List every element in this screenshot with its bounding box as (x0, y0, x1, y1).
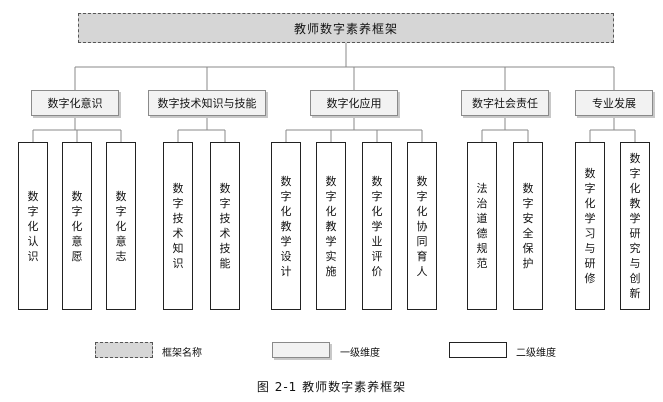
level2-node: 数字化教学研究与创新 (620, 142, 650, 310)
level2-node-label: 数字化学业评价 (371, 174, 383, 278)
level2-node: 数字化协同育人 (407, 142, 437, 310)
level2-node-label: 数字化教学研究与创新 (629, 152, 641, 300)
level2-node-label: 数字技术技能 (219, 182, 231, 270)
level2-node: 数字化教学设计 (271, 142, 301, 310)
level2-node-label: 数字化意志 (115, 189, 127, 263)
level2-node: 数字化认识 (18, 142, 48, 310)
root-node: 教师数字素养框架 (78, 13, 614, 43)
level2-node: 数字化学习与研修 (575, 142, 605, 310)
level2-node-label: 数字安全保护 (522, 182, 534, 270)
level2-node: 数字化意志 (106, 142, 136, 310)
level2-node-label: 数字化学习与研修 (584, 167, 596, 285)
connector-lines (32, 43, 636, 142)
figure-caption: 图 2-1 教师数字素养框架 (256, 380, 407, 394)
legend-label-level1: 一级维度 (340, 348, 380, 359)
level2-node: 数字技术知识 (163, 142, 193, 310)
level2-node: 数字安全保护 (513, 142, 543, 310)
root-node-label: 教师数字素养框架 (293, 21, 398, 36)
level1-node: 数字化应用 (310, 90, 398, 116)
level2-node-label: 数字化意愿 (71, 189, 83, 263)
level2-node-label: 数字化教学设计 (280, 174, 292, 278)
legend-label-framework: 框架名称 (162, 348, 202, 359)
level2-node: 数字技术技能 (210, 142, 240, 310)
level1-node-label: 数字技术知识与技能 (157, 97, 257, 110)
legend-swatch-level2 (449, 342, 507, 358)
level1-node: 数字社会责任 (461, 90, 549, 116)
level2-node: 法治道德规范 (467, 142, 497, 310)
level1-node-label: 专业发展 (592, 97, 636, 110)
level2-node-label: 数字技术知识 (172, 182, 184, 270)
level1-node-label: 数字化意识 (47, 97, 103, 110)
level1-node: 数字化意识 (31, 90, 119, 116)
level2-node: 数字化学业评价 (362, 142, 392, 310)
level1-node-label: 数字社会责任 (472, 97, 538, 110)
level2-node: 数字化教学实施 (316, 142, 346, 310)
level1-node: 专业发展 (575, 90, 653, 116)
level2-node-label: 数字化认识 (27, 189, 39, 263)
legend-label-level2: 二级维度 (516, 348, 556, 359)
legend-swatch-framework (95, 342, 153, 358)
level2-node-label: 数字化协同育人 (416, 174, 428, 278)
legend-swatch-level1 (272, 342, 330, 358)
level1-node: 数字技术知识与技能 (148, 90, 266, 116)
level2-node-label: 法治道德规范 (476, 182, 488, 270)
level1-node-label: 数字化应用 (326, 97, 382, 110)
level2-node: 数字化意愿 (62, 142, 92, 310)
level2-node-label: 数字化教学实施 (325, 174, 337, 278)
